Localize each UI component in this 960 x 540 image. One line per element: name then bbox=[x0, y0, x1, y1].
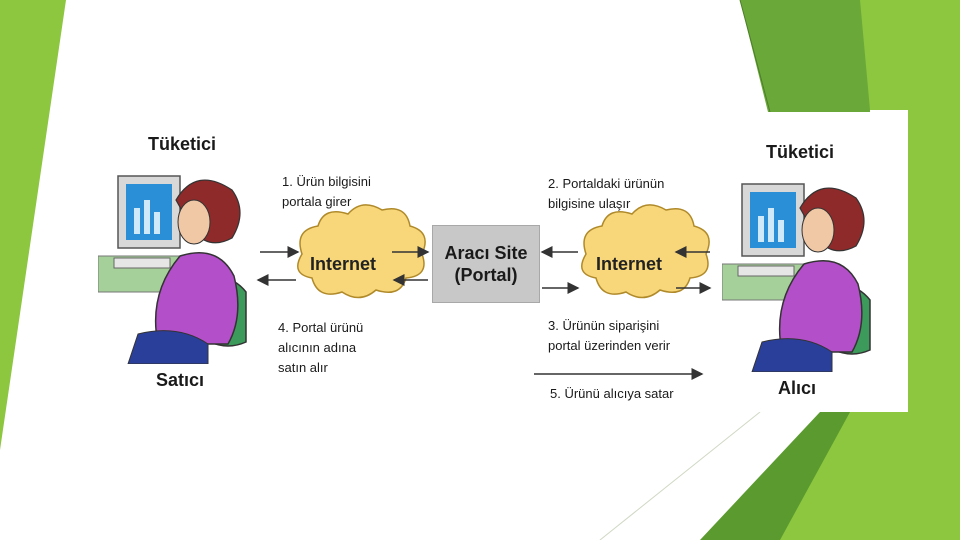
portal-title: Aracı Site bbox=[444, 243, 528, 263]
keyboard bbox=[737, 265, 795, 277]
bg-thin-line bbox=[739, 0, 771, 113]
seller-person-at-computer bbox=[98, 175, 247, 364]
portal-subtitle: (Portal) bbox=[454, 265, 518, 285]
step-4-text: 4. Portal ürünü alıcının adına satın alı… bbox=[278, 320, 364, 375]
keyboard bbox=[113, 257, 171, 269]
step-5-text: 5. Ürünü alıcıya satar bbox=[550, 386, 674, 401]
step-1-text: 1. Ürün bilgisini portala girer bbox=[282, 174, 371, 209]
buyer-label: Alıcı bbox=[778, 378, 817, 398]
flow-arrows-and-clouds: Internet Internet bbox=[256, 204, 712, 380]
pants bbox=[751, 338, 833, 372]
pants bbox=[127, 330, 209, 364]
e-commerce-diagram: Tüketici Tüketici Satıcı Alıcı 1. Ürün b… bbox=[70, 112, 908, 412]
right-green-wedge-light bbox=[860, 0, 960, 540]
right-internet-cloud: Internet bbox=[581, 204, 710, 299]
left-consumer-title: Tüketici bbox=[148, 134, 217, 154]
bg-thin-line-2 bbox=[599, 411, 761, 540]
right-consumer-title: Tüketici bbox=[766, 142, 835, 162]
body bbox=[778, 260, 863, 353]
face bbox=[177, 199, 211, 245]
buyer-person-at-computer bbox=[722, 183, 871, 372]
body bbox=[154, 252, 239, 345]
right-cloud-label: Internet bbox=[596, 254, 662, 274]
left-internet-cloud: Internet bbox=[297, 204, 426, 299]
right-green-wedge-dark bbox=[740, 0, 870, 120]
left-cloud-label: Internet bbox=[310, 254, 376, 274]
face bbox=[801, 207, 835, 253]
step-3-text: 3. Ürünün siparişini portal üzerinden ve… bbox=[548, 318, 671, 353]
step-2-text: 2. Portaldaki ürünün bilgisine ulaşır bbox=[548, 176, 665, 211]
left-green-strip bbox=[0, 0, 66, 450]
bottom-right-green-light bbox=[780, 412, 908, 540]
seller-label: Satıcı bbox=[156, 370, 205, 390]
portal-box: Aracı Site (Portal) bbox=[432, 225, 540, 303]
